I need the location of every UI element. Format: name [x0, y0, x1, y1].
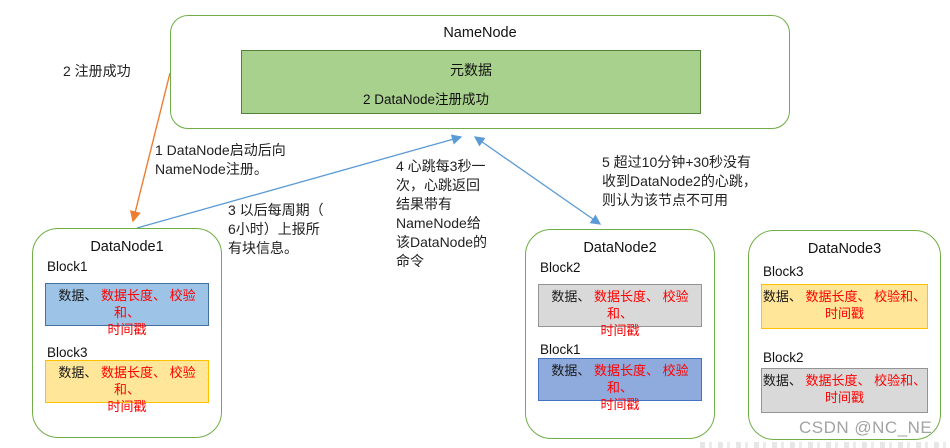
annotation-line: 次，心跳返回 [396, 177, 480, 193]
block-text-black: 数据、 [551, 289, 594, 304]
block-text-black: 数据、 [551, 363, 594, 378]
annotation-line: 5 超过10分钟+30秒没有 [602, 154, 751, 170]
block-label: Block1 [47, 259, 88, 274]
metadata-box: 元数据 2 DataNode注册成功 [241, 50, 701, 114]
datanode2-title: DataNode2 [583, 240, 657, 256]
block-content: 数据、 数据长度、 校验和、 时间戳 [45, 283, 209, 337]
block-text-red: 时间戳 [824, 390, 864, 405]
annotation-line: 4 心跳每3秒一 [396, 158, 486, 174]
block-label: Block2 [763, 350, 804, 365]
block-text-black: 数据、 [58, 288, 101, 303]
datanode1-box: DataNode1 Block1 数据、 数据长度、 校验和、 时间戳 Bloc… [32, 228, 222, 438]
metadata-label: 元数据 [450, 62, 492, 78]
faint-watermark-fragment [700, 442, 950, 448]
block-text-red: 数据长度、 校验和、 [101, 288, 196, 320]
block-text-red: 数据长度、 校验和、 [594, 289, 689, 321]
block-label: Block1 [540, 342, 581, 357]
block-text-red: 时间戳 [107, 399, 147, 414]
annotation-1-register: 1 DataNode启动后向 NameNode注册。 [155, 141, 286, 179]
annotation-3-block-report: 3 以后每周期（ 6小时）上报所 有块信息。 [228, 201, 324, 258]
block-text-red: 时间戳 [600, 323, 640, 338]
arrow-namenode-datanode2-bidirectional [473, 136, 602, 225]
annotation-line: 该DataNode的 [396, 234, 488, 250]
block-content: 数据、 数据长度、 校验和、 时间戳 [45, 360, 209, 414]
block-label: Block2 [540, 260, 581, 275]
namenode-title: NameNode [443, 25, 517, 41]
datanode1-title: DataNode1 [90, 239, 164, 255]
block-label: Block3 [47, 345, 88, 360]
annotation-line: 命令 [396, 253, 424, 269]
annotation-line: 6小时）上报所 [228, 221, 320, 237]
block-content: 数据、 数据长度、 校验和、 时间戳 [761, 284, 928, 329]
block-text-red: 数据长度、 校验和、 [594, 363, 689, 395]
annotation-2-register-ok: 2 注册成功 [63, 63, 131, 79]
annotation-line: 1 DataNode启动后向 [155, 142, 286, 158]
block-text-black: 数据、 [58, 365, 101, 380]
annotation-line: NameNode注册。 [155, 161, 268, 177]
annotation-line: 收到DataNode2的心跳， [602, 173, 757, 189]
annotation-4-heartbeat: 4 心跳每3秒一 次，心跳返回 结果带有 NameNode给 该DataNode… [396, 157, 487, 271]
block-text-red: 数据长度、 校验和、 [101, 365, 196, 397]
block-text-red: 时间戳 [824, 306, 864, 321]
block-text-red: 时间戳 [600, 397, 640, 412]
csdn-watermark: CSDN @NC_NE [799, 418, 933, 437]
annotation-line: NameNode给 [396, 215, 481, 231]
block-text-black: 数据、 [762, 373, 806, 388]
block-content: 数据、 数据长度、 校验和、 时间戳 [761, 368, 928, 413]
datanode2-box: DataNode2 Block2 数据、 数据长度、 校验和、 时间戳 Bloc… [525, 229, 715, 439]
annotation-5-timeout: 5 超过10分钟+30秒没有 收到DataNode2的心跳， 则认为该节点不可用 [602, 153, 757, 210]
annotation-line: 有块信息。 [228, 240, 298, 256]
block-content: 数据、 数据长度、 校验和、 时间戳 [538, 358, 702, 412]
namenode-box: NameNode 元数据 2 DataNode注册成功 [170, 15, 790, 129]
annotation-line: 结果带有 [396, 196, 452, 212]
block-text-black: 数据、 [762, 289, 806, 304]
block-content: 数据、 数据长度、 校验和、 时间戳 [538, 284, 702, 338]
block-text-red: 数据长度、 校验和、 [805, 289, 927, 304]
datanode3-box: DataNode3 Block3 数据、 数据长度、 校验和、 时间戳 Bloc… [748, 230, 941, 440]
register-success-label: 2 DataNode注册成功 [362, 92, 490, 107]
annotation-line: 则认为该节点不可用 [602, 192, 728, 208]
block-label: Block3 [763, 264, 804, 279]
block-text-red: 时间戳 [107, 322, 147, 337]
datanode3-title: DataNode3 [807, 241, 882, 257]
block-text-red: 数据长度、 校验和、 [805, 373, 927, 388]
annotation-line: 3 以后每周期（ [228, 202, 324, 218]
